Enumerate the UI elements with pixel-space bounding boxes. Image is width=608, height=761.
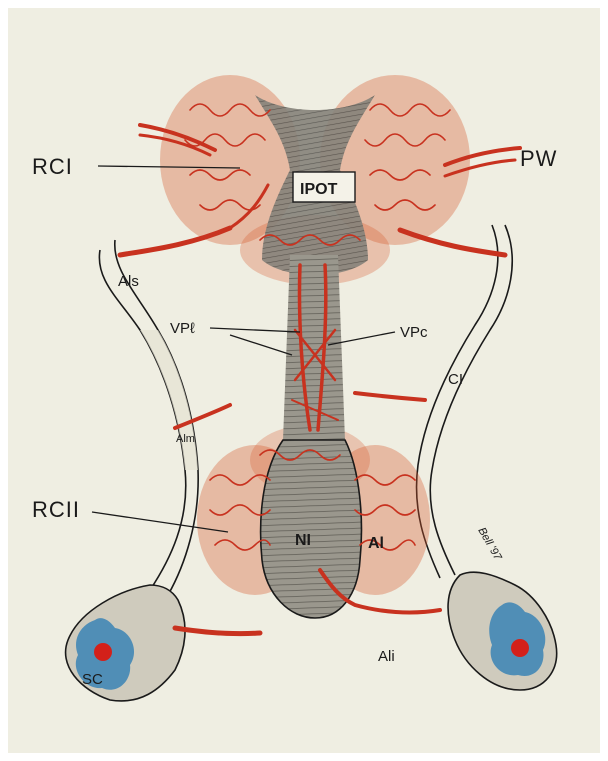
label-sc: SC: [82, 671, 103, 688]
label-vpl: VPℓ: [170, 320, 195, 337]
label-ipot: IPOT: [300, 181, 338, 198]
label-rc2: RCII: [32, 497, 80, 522]
pituitary-stalk: [283, 255, 345, 440]
left-sc-red: [94, 643, 112, 661]
label-vpc: VPc: [400, 324, 428, 341]
neural-lobe: [261, 440, 362, 618]
label-ci: CI: [448, 371, 463, 388]
label-pw: PW: [520, 146, 557, 171]
label-als: Als: [118, 273, 139, 290]
label-al: Al: [368, 535, 384, 552]
label-rc1: RCI: [32, 154, 73, 179]
label-ali: Ali: [378, 648, 395, 665]
label-alm: Alm: [176, 433, 195, 445]
label-ni: NI: [295, 532, 311, 549]
right-sc-red: [511, 639, 529, 657]
